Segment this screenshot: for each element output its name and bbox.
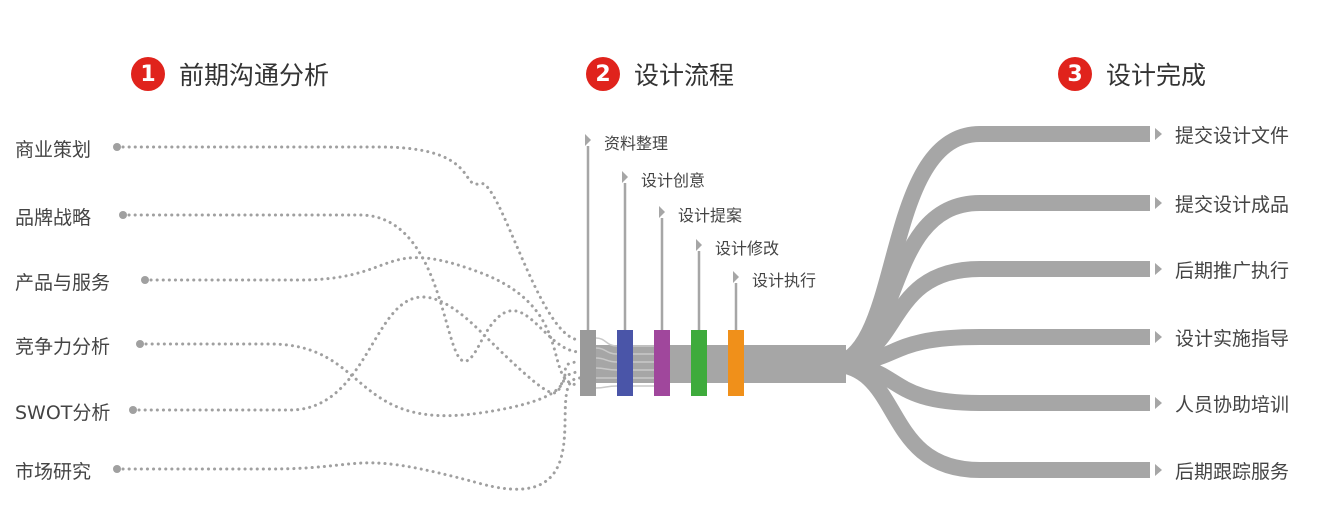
step-label: 设计修改 (715, 239, 780, 258)
step-wire (595, 357, 618, 363)
input-connector-line (121, 376, 582, 491)
output-label: 人员协助培训 (1175, 394, 1290, 416)
input-label: 市场研究 (15, 461, 92, 483)
output-label: 设计实施指导 (1175, 328, 1290, 350)
header-complete: 3 设计完成 (1058, 56, 1206, 92)
output-label: 后期跟踪服务 (1175, 461, 1290, 483)
input-dot (141, 276, 149, 284)
step-bar (580, 330, 596, 396)
header-title: 前期沟通分析 (179, 61, 330, 90)
header-process: 2 设计流程 (586, 56, 734, 92)
output-label: 提交设计成品 (1175, 194, 1290, 216)
step-wire (595, 385, 618, 389)
output-arrow-icon (1155, 197, 1162, 209)
input-dot (136, 340, 144, 348)
input-label: SWOT分析 (15, 402, 111, 424)
input-connector-line (144, 342, 582, 418)
header-analysis: 1 前期沟通分析 (131, 56, 329, 92)
output-arrow-icon (1155, 397, 1162, 409)
main-flow-trunk (596, 345, 846, 383)
step-arrow-icon (622, 171, 628, 183)
step-wire (595, 367, 618, 371)
input-label: 产品与服务 (15, 272, 111, 294)
input-dot (113, 143, 121, 151)
input-connector-line (127, 213, 582, 363)
step-label: 设计执行 (752, 271, 817, 290)
input-connector-line (149, 256, 582, 387)
step-wire (595, 347, 618, 355)
output-label: 后期推广执行 (1175, 260, 1290, 282)
step-label: 设计创意 (641, 171, 706, 190)
output-arrow-icon (1155, 464, 1162, 476)
input-label: 商业策划 (15, 139, 92, 161)
input-dot (129, 406, 137, 414)
output-arrow-icon (1155, 128, 1162, 140)
output-label: 提交设计文件 (1175, 125, 1290, 147)
output-branch (829, 356, 1150, 478)
step-bar (654, 330, 670, 396)
step-bar (728, 330, 744, 396)
header-title: 设计完成 (1106, 61, 1207, 90)
input-connector-line (137, 295, 582, 412)
step-wire (595, 337, 618, 347)
step-arrow-icon (733, 271, 739, 283)
step-label: 设计提案 (678, 206, 743, 225)
input-dot (119, 211, 127, 219)
input-dot (113, 465, 121, 473)
step-arrow-icon (585, 134, 591, 146)
input-connector-line (121, 145, 582, 342)
step-arrow-icon (696, 239, 702, 251)
output-arrow-icon (1155, 331, 1162, 343)
step-bar (617, 330, 633, 396)
header-title: 设计流程 (634, 61, 735, 90)
step-number-badge: 2 (586, 57, 620, 91)
input-label: 竞争力分析 (15, 336, 111, 358)
step-label: 资料整理 (604, 134, 669, 153)
step-bar (691, 330, 707, 396)
step-arrow-icon (659, 206, 665, 218)
output-arrow-icon (1155, 263, 1162, 275)
input-label: 品牌战略 (15, 207, 92, 229)
step-number-badge: 3 (1058, 57, 1092, 91)
step-number-badge: 1 (131, 57, 165, 91)
